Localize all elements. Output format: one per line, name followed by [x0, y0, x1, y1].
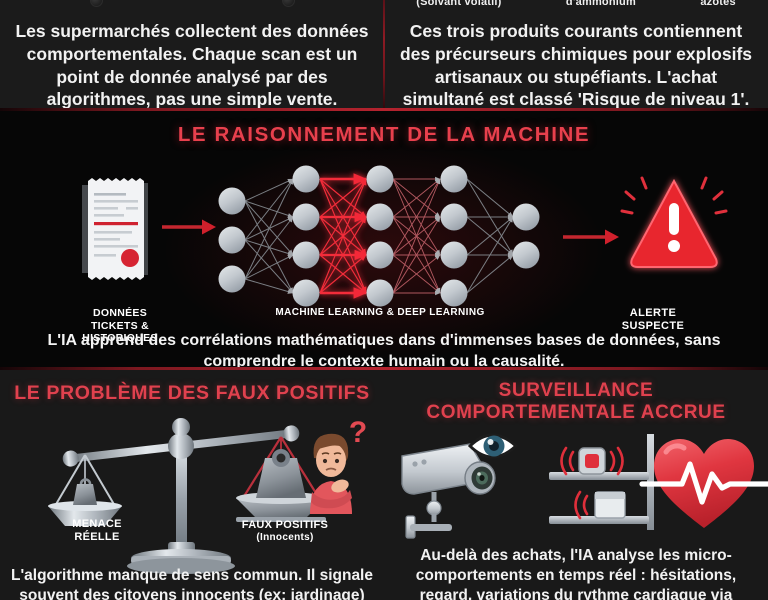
rfid-shelf-sensor-icon — [549, 434, 654, 530]
neural-network-diagram — [0, 155, 768, 315]
question-mark-icon: ? — [349, 416, 367, 449]
eye-icon — [467, 433, 519, 459]
nn-layer-0 — [218, 187, 246, 293]
machine-reasoning-section: LE RAISONNEMENT DE LA MACHINE — [0, 111, 768, 367]
top-right-caption: Ces trois produits courants contiennent … — [399, 21, 753, 110]
section-title-machine-reasoning: LE RAISONNEMENT DE LA MACHINE — [177, 123, 591, 146]
machine-reasoning-caption: L'IA apprend des corrélations mathématiq… — [47, 332, 721, 367]
top-left-caption: Les supermarchés collectent des données … — [15, 21, 369, 110]
top-right-panel: (Solvant volatil) d'ammonium azotés Ces … — [384, 0, 768, 110]
bottom-comparison-row: LE PROBLÈME DES FAUX POSITIFS — [0, 370, 768, 600]
arrow-right-icon — [162, 219, 216, 235]
warning-triangle-icon — [620, 176, 728, 268]
balance-scale-icon: ? — [48, 416, 367, 574]
scale-pan-left — [48, 454, 122, 526]
clipped-label-nitrates: azotés — [700, 0, 736, 8]
scale-label-real-threat: MENACE RÉELLE — [72, 518, 122, 543]
top-comparison-row: Les supermarchés collectent des données … — [0, 0, 768, 110]
clipped-label-ammonium: d'ammonium — [565, 0, 636, 8]
divider-top — [0, 108, 768, 111]
clipped-label-solvent: (Solvant volatil) — [416, 0, 502, 8]
top-right-clipped-labels: (Solvant volatil) d'ammonium azotés — [384, 0, 768, 8]
false-positives-panel: LE PROBLÈME DES FAUX POSITIFS — [0, 370, 384, 600]
nn-svg — [82, 165, 728, 307]
top-left-panel: Les supermarchés collectent des données … — [0, 0, 384, 110]
alert-output-label: ALERTE SUSPECTE — [621, 307, 685, 333]
surveillance-panel: SURVEILLANCE COMPORTEMENTALE ACCRUE — [384, 370, 768, 600]
nn-layer-4 — [512, 203, 540, 269]
heart-rate-icon — [639, 439, 768, 528]
clipped-dot-icon — [89, 0, 103, 7]
top-left-clipped-icons — [0, 0, 384, 7]
nn-layer-1 — [292, 165, 320, 307]
false-positives-caption: L'algorithme manque de sens commun. Il s… — [11, 567, 373, 600]
scale-pan-right — [236, 436, 326, 522]
divider-bottom — [0, 367, 768, 370]
security-camera-icon — [401, 443, 496, 539]
input-data-label: DONNÉES TICKETS & HISTORIQUES — [82, 307, 158, 345]
arrow-right-icon-2 — [563, 229, 619, 245]
nn-layer-2 — [366, 165, 394, 307]
section-title-surveillance: SURVEILLANCE COMPORTEMENTALE ACCRUE — [426, 380, 726, 423]
confused-person-icon — [310, 433, 352, 514]
clipped-dot-icon — [281, 0, 295, 7]
top-vertical-divider — [383, 0, 385, 110]
section-title-false-positives: LE PROBLÈME DES FAUX POSITIFS — [14, 382, 370, 404]
scale-label-false-positives: FAUX POSITIFS (Innocents) — [241, 519, 329, 543]
nn-layer-3 — [440, 165, 468, 307]
receipt-icon — [82, 178, 148, 280]
surveillance-caption: Au-delà des achats, l'IA analyse les mic… — [415, 547, 737, 600]
surveillance-icons — [401, 433, 768, 539]
network-layer-label: MACHINE LEARNING & DEEP LEARNING — [275, 307, 485, 318]
